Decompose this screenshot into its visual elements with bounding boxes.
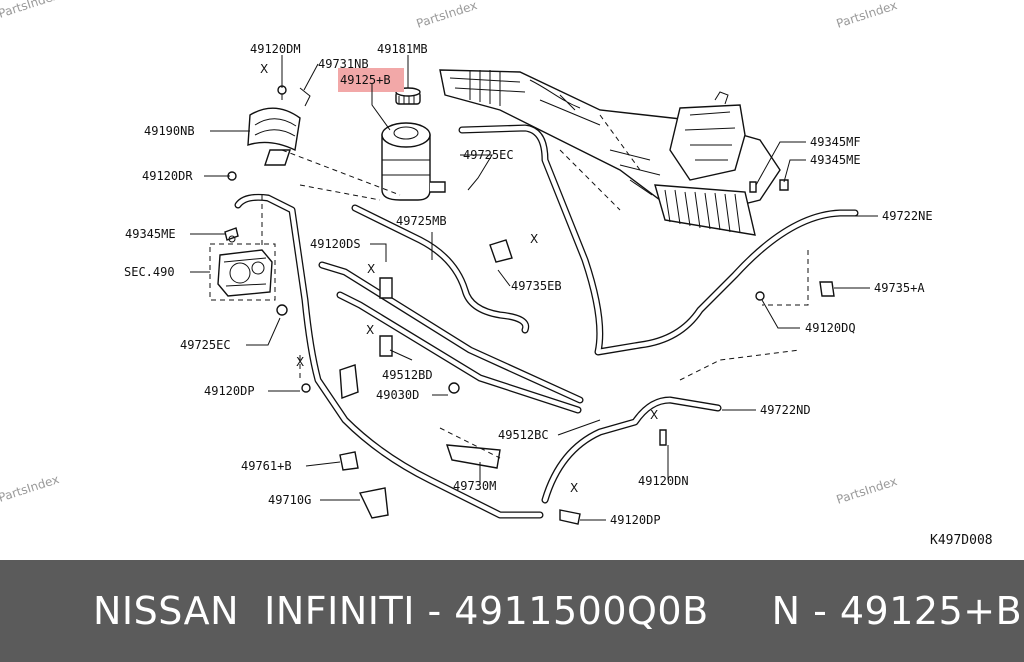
reference-lines (261, 149, 809, 459)
part-label-49731NB[interactable]: 49731NB (318, 57, 369, 71)
part-label-49345ME-right[interactable]: 49345ME (810, 153, 861, 167)
reservoir-bracket-drawing (247, 85, 311, 166)
cross-mark: X (296, 355, 304, 369)
part-label-49125B-highlighted[interactable]: 49125+B (340, 73, 391, 87)
part-label-49735EB[interactable]: 49735EB (511, 279, 562, 293)
highlight-box (338, 68, 404, 92)
part-label-49725EC-top[interactable]: 49725EC (463, 148, 514, 162)
watermark-bottom-left: PartsIndex (0, 472, 61, 505)
part-label-49761B[interactable]: 49761+B (241, 459, 292, 473)
cross-mark: X (530, 232, 538, 246)
part-label-sec490[interactable]: SEC.490 (124, 265, 175, 279)
part-label-49181MB[interactable]: 49181MB (377, 42, 428, 56)
hoses-drawing (234, 124, 859, 519)
steering-gear-drawing (439, 69, 781, 236)
power-steering-pump-drawing (209, 227, 276, 301)
part-label-49120DP-left[interactable]: 49120DP (204, 384, 255, 398)
cross-mark: X (260, 62, 268, 76)
leader-lines (190, 55, 878, 521)
cross-mark: X (570, 481, 578, 495)
footer-part-reference: NISSAN INFINITI - 4911500Q0B N - 49125+B (93, 589, 1023, 633)
parts-diagram: PartsIndex PartsIndex PartsIndex PartsIn… (0, 0, 993, 548)
watermark-top-right: PartsIndex (835, 0, 899, 31)
part-label-49030D[interactable]: 49030D (376, 388, 419, 402)
part-label-49120DN[interactable]: 49120DN (638, 474, 689, 488)
cross-mark: X (367, 262, 375, 276)
part-label-49345MF[interactable]: 49345MF (810, 135, 861, 149)
part-label-49735A[interactable]: 49735+A (874, 281, 925, 295)
part-label-49190NB[interactable]: 49190NB (144, 124, 195, 138)
reservoir-tank-drawing (381, 87, 446, 201)
clips-drawing (227, 171, 835, 525)
part-label-49725MB[interactable]: 49725MB (396, 214, 447, 228)
part-label-49722ND[interactable]: 49722ND (760, 403, 811, 417)
cross-mark: X (650, 408, 658, 422)
part-label-49512BD[interactable]: 49512BD (382, 368, 433, 382)
watermark-top-left: PartsIndex (0, 0, 61, 21)
part-label-49120DP-bottom[interactable]: 49120DP (610, 513, 661, 527)
part-label-49710G[interactable]: 49710G (268, 493, 311, 507)
part-label-49120DR[interactable]: 49120DR (142, 169, 193, 183)
part-label-49512BC[interactable]: 49512BC (498, 428, 549, 442)
part-label-49345ME-left[interactable]: 49345ME (125, 227, 176, 241)
part-label-49120DM[interactable]: 49120DM (250, 42, 301, 56)
part-label-49120DS[interactable]: 49120DS (310, 237, 361, 251)
footer-bar: NISSAN INFINITI - 4911500Q0B N - 49125+B (0, 560, 1024, 662)
part-label-49730M[interactable]: 49730M (453, 479, 496, 493)
diagram-canvas: PartsIndex PartsIndex PartsIndex PartsIn… (0, 0, 993, 548)
part-label-49725EC-bottom[interactable]: 49725EC (180, 338, 231, 352)
watermark-top-center: PartsIndex (415, 0, 479, 31)
diagram-code: K497D008 (930, 533, 993, 548)
part-label-49722NE[interactable]: 49722NE (882, 209, 933, 223)
part-label-49120DQ[interactable]: 49120DQ (805, 321, 856, 335)
cross-mark: X (366, 323, 374, 337)
watermark-bottom-right: PartsIndex (835, 474, 899, 507)
